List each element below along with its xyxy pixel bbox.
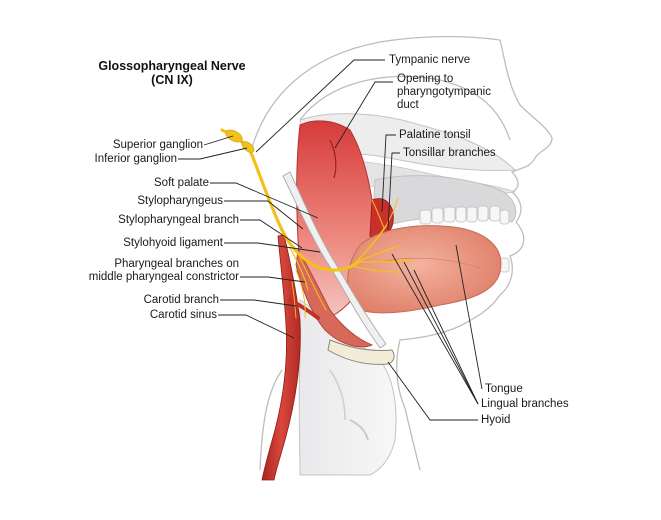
leader-palatine-tonsil bbox=[381, 134, 396, 213]
leader-carotid-branch bbox=[220, 299, 297, 307]
leader-tympanic-nerve bbox=[255, 59, 385, 153]
label-opening-line-2: pharyngotympanic bbox=[397, 86, 491, 98]
leader-inferior-ganglion bbox=[178, 147, 248, 160]
title-line-2: (CN IX) bbox=[151, 73, 193, 87]
label-pharyngeal-branches-line-1: Pharyngeal branches on bbox=[114, 258, 239, 270]
label-opening-line-1: Opening to bbox=[397, 73, 454, 85]
leader-lingual-1 bbox=[391, 253, 479, 405]
label-superior-ganglion: Superior ganglion bbox=[112, 139, 203, 151]
leader-tongue bbox=[455, 244, 483, 390]
leader-stylopharyngeal-branch bbox=[240, 219, 303, 249]
label-soft-palate: Soft palate bbox=[154, 177, 209, 189]
label-pharyngeal-branches-line-2: middle pharyngeal constrictor bbox=[88, 271, 239, 283]
leader-stylohyoid-ligament bbox=[224, 242, 321, 253]
leader-carotid-sinus bbox=[218, 314, 295, 339]
label-pharyngeal-branches: Pharyngeal branches on middle pharyngeal… bbox=[89, 258, 239, 284]
label-inferior-ganglion: Inferior ganglion bbox=[94, 153, 177, 165]
label-opening: Opening to pharyngotympanic duct bbox=[397, 73, 491, 112]
hyoid-bone bbox=[327, 339, 395, 365]
leader-pharyngeal-branches bbox=[240, 276, 306, 283]
label-hyoid: Hyoid bbox=[481, 414, 511, 426]
leader-lingual-2 bbox=[403, 261, 479, 405]
label-tongue: Tongue bbox=[485, 383, 523, 395]
leader-lines bbox=[178, 59, 483, 421]
label-stylopharyngeus: Stylopharyngeus bbox=[137, 195, 223, 207]
leader-tonsillar-branches bbox=[387, 152, 400, 231]
title-line-1: Glossopharyngeal Nerve bbox=[98, 59, 246, 73]
leader-lingual-3 bbox=[413, 269, 479, 405]
label-stylopharyngeal-branch: Stylopharyngeal branch bbox=[118, 214, 239, 226]
glossopharyngeal-nerve bbox=[220, 128, 413, 319]
label-palatine-tonsil: Palatine tonsil bbox=[399, 129, 471, 141]
label-tympanic-nerve: Tympanic nerve bbox=[389, 54, 471, 66]
label-lingual-branches: Lingual branches bbox=[481, 398, 569, 410]
label-stylohyoid-ligament: Stylohyoid ligament bbox=[123, 237, 223, 249]
stylohyoid-ligament bbox=[282, 171, 387, 349]
diagram-title: Glossopharyngeal Nerve (CN IX) bbox=[92, 59, 252, 87]
label-carotid-branch: Carotid branch bbox=[143, 294, 219, 306]
leader-opening bbox=[334, 81, 393, 149]
label-carotid-sinus: Carotid sinus bbox=[149, 309, 217, 321]
leader-soft-palate bbox=[210, 182, 319, 219]
leader-superior-ganglion bbox=[203, 135, 234, 146]
head-outline bbox=[249, 35, 553, 471]
label-tonsillar-branches: Tonsillar branches bbox=[403, 147, 496, 159]
leader-hyoid bbox=[387, 361, 478, 421]
leader-stylopharyngeus bbox=[224, 200, 304, 230]
throat bbox=[298, 299, 397, 476]
label-opening-line-3: duct bbox=[397, 99, 419, 111]
